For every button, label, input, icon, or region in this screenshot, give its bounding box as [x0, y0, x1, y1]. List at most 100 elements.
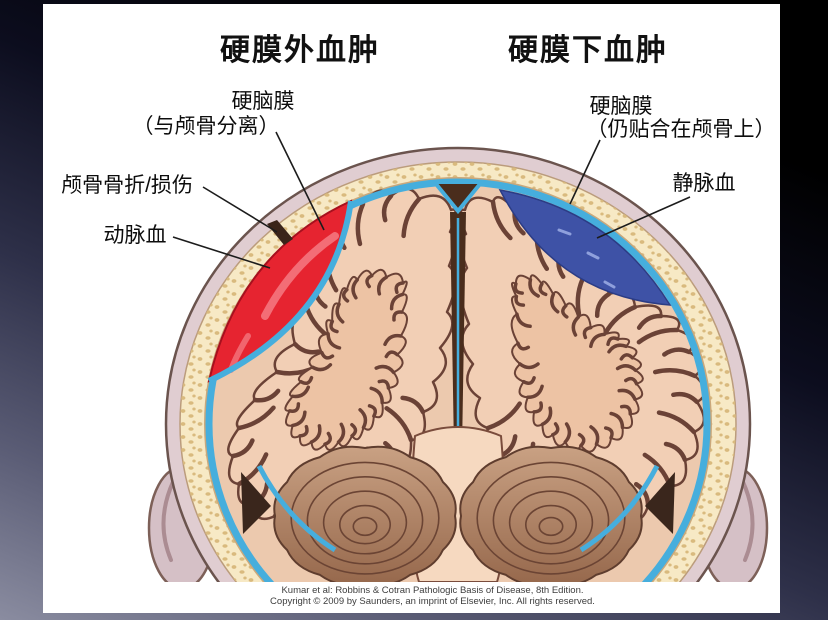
right-tentorium-wedge: [645, 472, 675, 534]
head-group: [147, 146, 769, 582]
sulcus-line: [606, 336, 620, 347]
label-dura-left-line1: 硬脑膜: [231, 90, 295, 113]
sulcus-line: [299, 375, 314, 386]
sulcus-line: [329, 319, 339, 334]
sulcus-line: [310, 363, 333, 372]
label-arterial-blood: 动脉血: [103, 224, 167, 247]
sulcus-line: [663, 441, 688, 463]
sulcus-line: [355, 201, 366, 247]
label-venous-blood: 静脉血: [672, 172, 736, 195]
sulcus-line: [526, 384, 544, 400]
sulcus-line: [550, 292, 560, 314]
sulcus-line: [636, 327, 680, 345]
sulcus-line: [485, 401, 522, 431]
sulcus-line: [516, 341, 531, 351]
right-tentorium-dura: [579, 464, 660, 553]
left-cerebellar-lobe-folia: [338, 504, 391, 545]
sulcus-line: [336, 422, 346, 444]
dura-separated-from-skull: [207, 200, 354, 384]
sulcus-line: [291, 385, 311, 399]
sulcus-line: [376, 275, 389, 296]
sulcus-line: [551, 422, 560, 437]
sulcus-line: [350, 422, 358, 438]
label-dura-right-line1: 硬脑膜: [589, 95, 653, 118]
sulcus-line: [369, 386, 384, 405]
sulcus-line: [383, 333, 403, 347]
citation: Kumar et al: Robbins & Cotran Pathologic…: [85, 585, 780, 607]
label-dura-left-line2: （与颅骨分离）: [132, 115, 280, 138]
sulcus-line: [671, 391, 700, 405]
sulcus-line: [589, 425, 600, 446]
epidural-highlight: [261, 232, 339, 320]
sulcus-line: [662, 347, 692, 357]
left-cerebellar-lobe-folia: [306, 476, 424, 565]
sulcus-line: [384, 350, 400, 359]
title-epidural-hematoma: 硬膜外血肿: [220, 34, 380, 67]
sulcus-line: [377, 379, 391, 390]
sulcus-line: [607, 343, 628, 354]
skull-fracture-gap: [267, 220, 293, 245]
sulcus-line: [518, 362, 540, 370]
sulcus-line: [603, 426, 614, 440]
sulcus-line: [291, 410, 307, 428]
sulcus-line: [365, 273, 374, 289]
sulcus-line: [528, 278, 540, 298]
left-ear-fold: [161, 480, 175, 562]
sulcus-line: [230, 438, 255, 459]
left-tentorium-dura: [256, 464, 337, 553]
sulcus-line: [624, 376, 639, 386]
right-cerebellar-lobe-folia: [492, 476, 610, 565]
label-skull-fracture: 颅骨骨折/损伤: [61, 174, 193, 197]
sulcus-line: [367, 404, 378, 418]
sulcus-line: [563, 422, 572, 444]
pointer-dura-right: [569, 139, 601, 205]
sulcus-line: [298, 424, 309, 438]
sulcus-line: [292, 341, 321, 355]
sulcus-line: [358, 408, 368, 430]
sulcus-line: [602, 304, 638, 336]
brain-cross-section-illustration: [147, 131, 769, 582]
sulcus-line: [577, 432, 586, 448]
sulcus-line: [609, 411, 625, 430]
sulcus-line: [384, 406, 414, 443]
sulcus-line: [341, 287, 350, 303]
sulcus-line: [374, 364, 396, 375]
pointer-skull-fracture: [202, 186, 278, 233]
sulcus-line: [335, 302, 345, 324]
right-hemisphere-inner-gyri: [510, 274, 644, 453]
sulcus-line: [521, 376, 536, 386]
right-cerebellar-lobe-folia: [476, 461, 626, 575]
sulcus-line: [636, 313, 664, 330]
sulcus-line: [252, 388, 281, 403]
sulcus-line: [287, 402, 301, 413]
sulcus-line: [326, 332, 342, 350]
sulcus-line: [617, 388, 637, 402]
sulcus-line: [320, 350, 335, 360]
sulcus-line: [400, 395, 426, 415]
right-cerebellar-lobe-folia: [538, 516, 564, 537]
sulcus-line: [515, 312, 532, 329]
sulcus-line: [619, 404, 633, 416]
sulcus-line: [538, 282, 548, 297]
sulcus-line: [589, 332, 607, 349]
sulcus-line: [490, 199, 513, 241]
subdural-hematoma: [498, 188, 672, 306]
label-dura-right-line2: （仍贴合在颅骨上）: [586, 118, 776, 141]
sinus-dura-fold: [434, 182, 482, 215]
right-cerebellar-lobe-folia: [508, 490, 594, 555]
left-cerebellar-lobe-folia: [290, 461, 440, 575]
sulcus-line: [619, 353, 635, 361]
sulcus-line: [351, 278, 359, 300]
sulcus-line: [571, 315, 581, 337]
sulcus-line: [309, 424, 322, 444]
pointer-venous-blood: [596, 196, 691, 239]
dura-mater-ring: [205, 178, 711, 582]
sulcus-line: [389, 292, 405, 311]
sulcus-line: [532, 401, 544, 414]
sulcus-line: [656, 410, 697, 435]
left-cerebellar-lobe-folia: [322, 490, 408, 555]
sulcus-line: [394, 281, 405, 295]
pointer-lines: [172, 131, 691, 269]
sulcus-line: [392, 310, 404, 322]
